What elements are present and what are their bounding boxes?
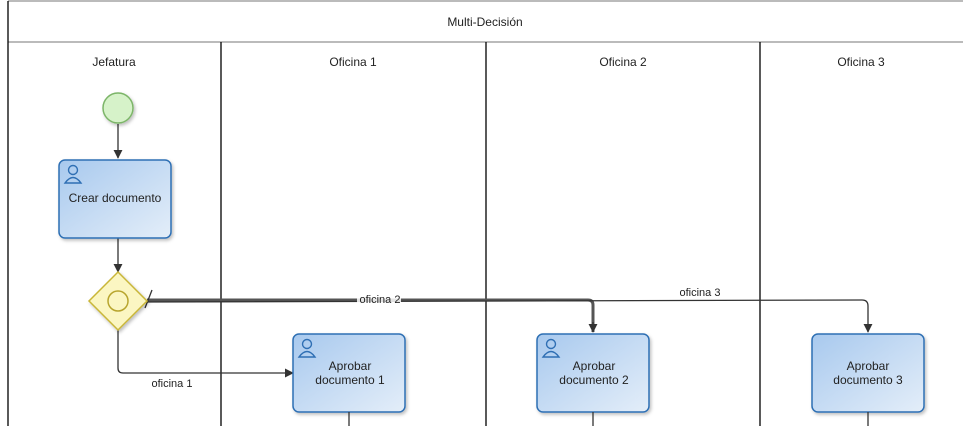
user-icon	[541, 338, 561, 358]
inclusive-gateway-icon[interactable]	[87, 270, 149, 332]
lane-label-jefatura: Jefatura	[92, 55, 136, 69]
task-label-crear-documento: Crear documento	[69, 191, 162, 205]
pool[interactable]: Multi-Decisión	[7, 0, 963, 426]
task-label-aprobar-3-line-2: documento 3	[833, 373, 903, 387]
flow-label-bg	[357, 293, 401, 305]
pool-title: Multi-Decisión	[447, 15, 522, 29]
default-flow-marker	[144, 289, 153, 309]
flow-label-oficina-2: oficina 2	[360, 294, 401, 306]
user-icon	[63, 164, 83, 184]
task-label-aprobar-3-line-1: Aprobar	[847, 359, 890, 373]
flow-label-oficina-3: oficina 3	[680, 287, 721, 299]
task-label-aprobar-2-line-2: documento 2	[559, 373, 629, 387]
flow-label-oficina-1: oficina 1	[152, 378, 193, 390]
task-label-aprobar-1-line-1: Aprobar	[329, 359, 372, 373]
task-label-aprobar-2-line-1: Aprobar	[573, 359, 616, 373]
lane-label-oficina-2: Oficina 2	[599, 55, 647, 69]
lane-label-oficina-1: Oficina 1	[329, 55, 377, 69]
user-icon	[297, 338, 317, 358]
task-crear-documento[interactable]	[58, 159, 172, 239]
lane-label-oficina-3: Oficina 3	[837, 55, 885, 69]
start-event[interactable]	[102, 92, 134, 124]
flow-gateway-to-oficina-1[interactable]	[117, 330, 294, 378]
flow-gateway-to-oficina-3[interactable]	[146, 299, 873, 333]
task-label-aprobar-1-line-2: documento 1	[315, 373, 385, 387]
